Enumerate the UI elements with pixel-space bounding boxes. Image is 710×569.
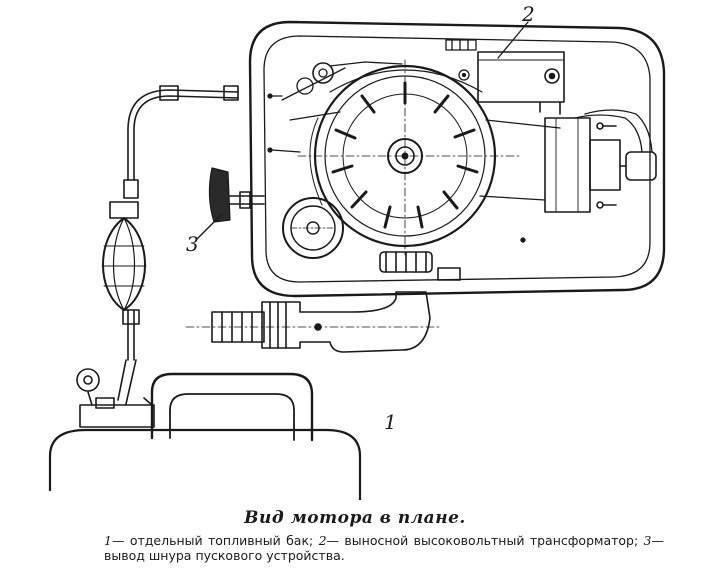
callout-2-leader [497,21,529,59]
legend-text-2: — выносной высоковольтный трансформатор; [326,533,644,548]
engine-plan-diagram [48,20,666,500]
engine-cowling [248,20,666,298]
primer-bulb [101,201,147,311]
legend-text-3: — вывод шнура пускового устройства. [104,533,664,563]
legend-num-3: 3 [643,533,652,548]
engine-internals [267,39,561,243]
starter-pulley [282,197,344,259]
transformer [477,51,565,115]
callout-label-1: 1 [384,410,397,434]
figure-legend: 1— отдельный топливный бак; 2— выносной … [104,533,664,563]
flywheel [297,59,521,256]
legend-num-2: 2 [318,533,327,548]
starter-cord-knob [208,167,265,223]
cylinder-block [544,109,657,213]
callout-label-3: 3 [186,232,199,256]
legend-text-1: — отдельный топливный бак; [111,533,319,548]
callout-label-2: 2 [522,2,535,26]
figure-caption-title: Вид мотора в плане. [244,508,466,528]
fuel-line [117,85,239,405]
lower-gear [379,251,461,281]
tank-cap [76,368,155,428]
callout-3-leader [195,213,223,241]
legend-num-1: 1 [104,533,112,548]
fuel-tank [48,372,362,500]
tiller-handle [185,291,441,353]
